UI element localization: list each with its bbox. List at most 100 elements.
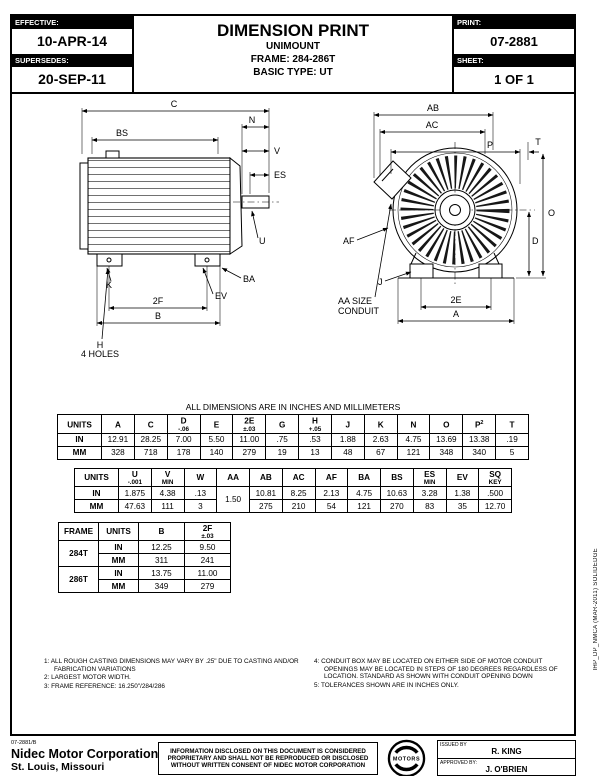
dim-value: 8.25 [281,486,316,500]
row-label: IN [74,486,119,500]
dim-label-ac: AC [426,120,439,130]
col-header: AC [281,468,316,487]
dim-label-j: J [378,277,383,287]
dim-value: 5 [495,445,529,460]
company-city: St. Louis, Missouri [11,761,105,773]
dim-value: 1.88 [330,432,365,447]
col-header: UNITS [74,468,119,487]
dim-value: 1.38 [445,486,480,500]
dim-value: 13.69 [429,432,464,447]
row-label: IN [98,540,139,554]
supersedes-label: SUPERSEDES: [12,54,132,67]
issued-by-label: ISSUED BY [440,742,467,748]
dim-value: .13 [183,486,218,500]
dimension-table-1: UNITS A C D-.06 E 2E±.03 G H+.05 J K N O… [57,414,529,460]
dim-label-ba: BA [243,274,255,284]
col-header: O [429,414,464,434]
company-block: Nidec Motor Corporation St. Louis, Misso… [11,747,158,774]
notes-left: 1: ALL ROUGH CASTING DIMENSIONS MAY VARY… [44,658,299,691]
table-row-in: IN 1.875 4.38 .13 1.50 10.81 8.25 2.13 4… [74,486,512,513]
dim-value: .75 [265,432,300,447]
dim-value: 349 [138,579,185,593]
front-view-dimensions: AB AC P T O D AF J [338,103,555,324]
dim-label-2e: 2E [450,295,461,305]
dim-value: 10.63 [380,486,414,500]
table-header-row: UNITS A C D-.06 E 2E±.03 G H+.05 J K N O… [57,414,529,434]
tables-caption: ALL DIMENSIONS ARE IN INCHES AND MILLIME… [185,402,401,412]
col-header: A [101,414,135,434]
col-header: B [138,522,185,541]
col-header: K [363,414,398,434]
dim-label-ab: AB [427,103,439,113]
note-5: 5: TOLERANCES SHOWN ARE IN INCHES ONLY. [314,681,459,689]
col-header: AA [216,468,250,487]
dim-value: 67 [363,445,398,460]
dim-label-n: N [249,115,256,125]
dim-value: 270 [380,499,414,513]
side-view-dimensions: C BS N V ES U K BA EV [81,99,286,359]
dim-value: 13 [298,445,332,460]
dim-value: 348 [429,445,464,460]
dim-value: 11.00 [184,566,231,580]
row-label: IN [57,432,102,447]
dim-value: 328 [101,445,135,460]
col-header: W [183,468,218,487]
dim-value: 2.63 [363,432,398,447]
dim-value: 718 [133,445,168,460]
notes-right: 4: CONDUIT BOX MAY BE LOCATED ON EITHER … [314,658,576,690]
dim-value: 13.75 [138,566,185,580]
dim-label-d: D [532,236,539,246]
dim-value: 178 [166,445,201,460]
table-header-row: FRAME UNITS B 2F±.03 [58,522,231,541]
col-header: U-.001 [118,468,152,487]
dim-label-2f: 2F [153,296,164,306]
note-3: 3: FRAME REFERENCE: 16.250"/284/286 [44,682,165,690]
row-label: IN [98,566,139,580]
dimension-drawings: C BS N V ES U K BA EV [79,99,555,359]
col-header: AB [249,468,283,487]
dim-value: 2.13 [314,486,349,500]
title-center-block: DIMENSION PRINT UNIMOUNT FRAME: 284-286T… [134,16,452,92]
dim-label-conduit: CONDUIT [338,306,379,316]
table-row-in: IN 12.91 28.25 7.00 5.50 11.00 .75 .53 1… [57,432,529,447]
dim-value: 19 [265,445,300,460]
dim-label-ev: EV [215,291,227,301]
dim-label-o: O [548,208,555,218]
issued-by-row: ISSUED BY R. KING [438,741,575,758]
col-header: N [396,414,431,434]
print-label: PRINT: [454,16,574,29]
supersedes-date: 20-SEP-11 [38,71,106,87]
dim-value: 7.00 [166,432,201,447]
conduit-box [373,160,412,200]
dim-label-u: U [259,236,266,246]
dim-value: 4.75 [396,432,431,447]
dim-label-p: P [487,140,493,150]
approved-by-label: APPROVED BY: [440,759,477,766]
col-header: J [330,414,365,434]
col-header: UNITS [98,522,139,541]
dim-value: 28.25 [133,432,168,447]
dim-value: 12.25 [138,540,185,554]
logo-wordmark: MOTORS [393,757,420,763]
dim-value: 279 [184,579,231,593]
note-2: 2: LARGEST MOTOR WIDTH. [44,674,131,682]
dim-value: 54 [314,499,349,513]
dim-value: 13.38 [462,432,497,447]
col-header: G [265,414,300,434]
document-title: DIMENSION PRINT [216,21,370,40]
signature-block: ISSUED BY R. KING APPROVED BY: J. O'BRIE… [437,740,576,776]
table-row: MM 349 279 [59,579,231,593]
frame-286t: 286T [58,566,99,593]
note-4: 4: CONDUIT BOX MAY BE LOCATED ON EITHER … [314,658,558,681]
frame-table: FRAME UNITS B 2F±.03 284T IN 12.25 9.50 … [58,522,231,593]
row-label: MM [74,499,119,513]
margin-revision-note: IHP_DP_NMCA (MAR-2011) SOLIDEDGE [593,548,599,671]
col-header: H+.05 [298,414,332,434]
dim-label-bs: BS [116,128,128,138]
effective-label: EFFECTIVE: [12,16,132,29]
us-motors-logo: MOTORS [387,739,426,776]
dim-value: 241 [184,553,231,567]
